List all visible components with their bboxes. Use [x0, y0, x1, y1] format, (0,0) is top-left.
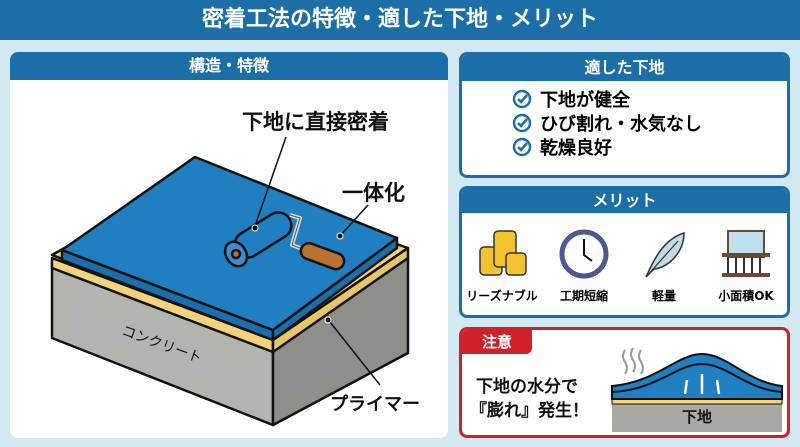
page-title: 密着工法の特徴・適した下地・メリット: [0, 0, 800, 40]
arrow-up-icon: [683, 374, 721, 395]
roller-icon: [223, 211, 346, 271]
merit-item: リーズナブル: [462, 229, 542, 304]
caution-text-line1: 下地の水分で: [476, 377, 578, 397]
merit-item: 小面積OK: [706, 229, 786, 304]
substrate-item: 乾燥良好: [512, 135, 787, 159]
merit-item: 軽量: [624, 229, 704, 304]
check-circle-icon: [512, 89, 532, 109]
feather-icon: [645, 231, 685, 278]
check-circle-icon: [512, 113, 532, 133]
blistered-membrane: [611, 352, 783, 400]
structure-panel: 構造・特徴 下地に直接密着: [10, 52, 448, 438]
layer-diagram: [50, 136, 410, 427]
caution-text-line2: 『膨れ』発生！: [470, 401, 589, 421]
clock-icon: [559, 229, 609, 279]
label-primer: プライマー: [330, 394, 420, 415]
blister-diagram: [611, 347, 783, 432]
substrate-panel: 適した下地 下地が健全 ひび割れ・水気なし 乾燥良好: [459, 52, 790, 178]
coins-icon: [479, 230, 527, 276]
caution-panel: 注意 下地の水分で 『膨れ』発生！ 下地: [459, 327, 790, 438]
substrate-item: ひび割れ・水気なし: [512, 111, 787, 135]
merits-panel: メリット リーズナブル 工期短縮 軽量 小面積OK: [459, 186, 790, 318]
label-integrated: 一体化: [342, 181, 405, 205]
structure-heading: 構造・特徴: [10, 52, 448, 80]
substrate-block: [612, 404, 782, 432]
caution-badge: 注意: [462, 330, 532, 354]
merit-item: 工期短縮: [544, 229, 624, 304]
substrate-heading: 適した下地: [462, 55, 787, 81]
label-direct-adhesion: 下地に直接密着: [242, 110, 389, 134]
substrate-item: 下地が健全: [512, 87, 787, 111]
substrate-label: 下地: [682, 408, 713, 426]
balcony-icon: [722, 230, 770, 277]
steam-icon: [622, 347, 644, 375]
merits-heading: メリット: [462, 189, 787, 213]
check-circle-icon: [512, 137, 532, 157]
